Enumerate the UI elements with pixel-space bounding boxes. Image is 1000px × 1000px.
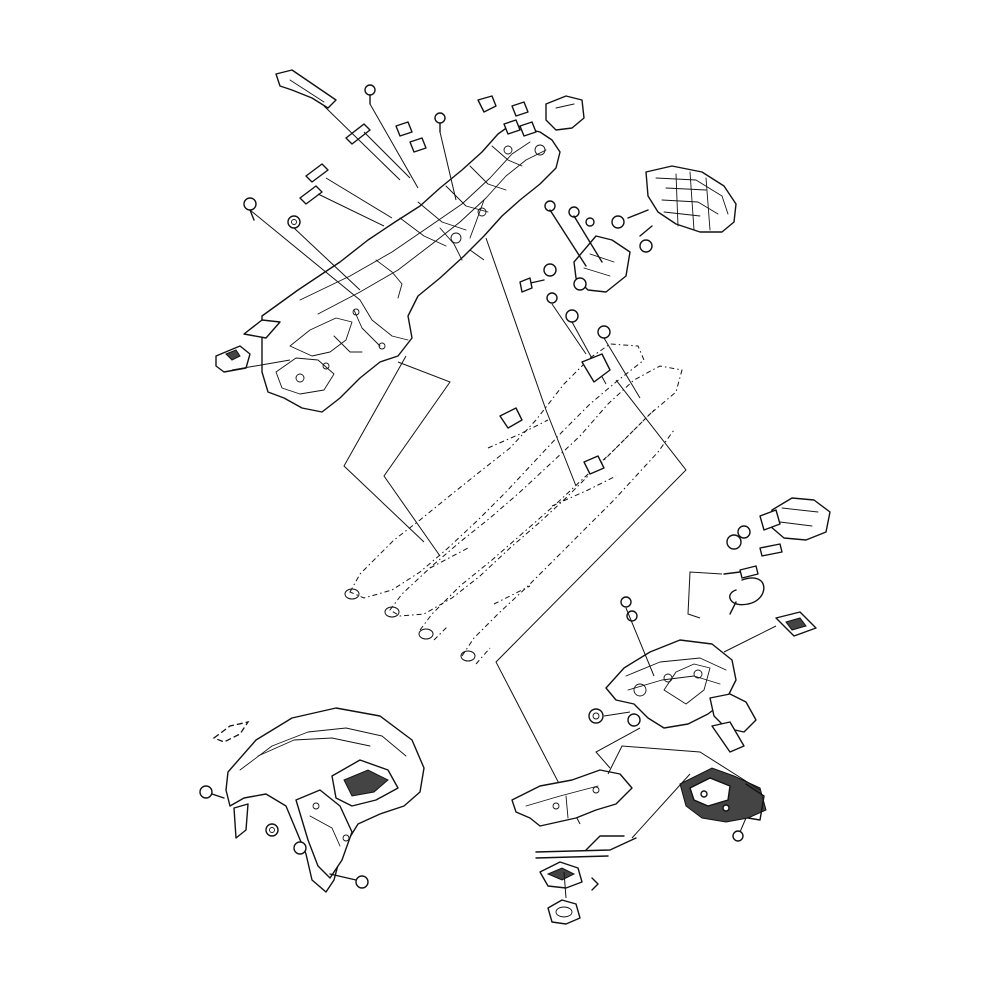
front-fender bbox=[199, 707, 425, 893]
assembly-leader-lines bbox=[343, 237, 687, 825]
tail-light bbox=[611, 165, 737, 253]
seat-rail-subframe bbox=[215, 69, 585, 413]
tail-light-bracket bbox=[519, 200, 641, 399]
rear-reflector-bracket bbox=[511, 745, 767, 925]
license-plate-light bbox=[723, 611, 817, 653]
turn-signal bbox=[687, 497, 831, 619]
rear-fender-license-bracket bbox=[588, 596, 757, 769]
rear-frame-tube-assembly bbox=[344, 343, 683, 665]
